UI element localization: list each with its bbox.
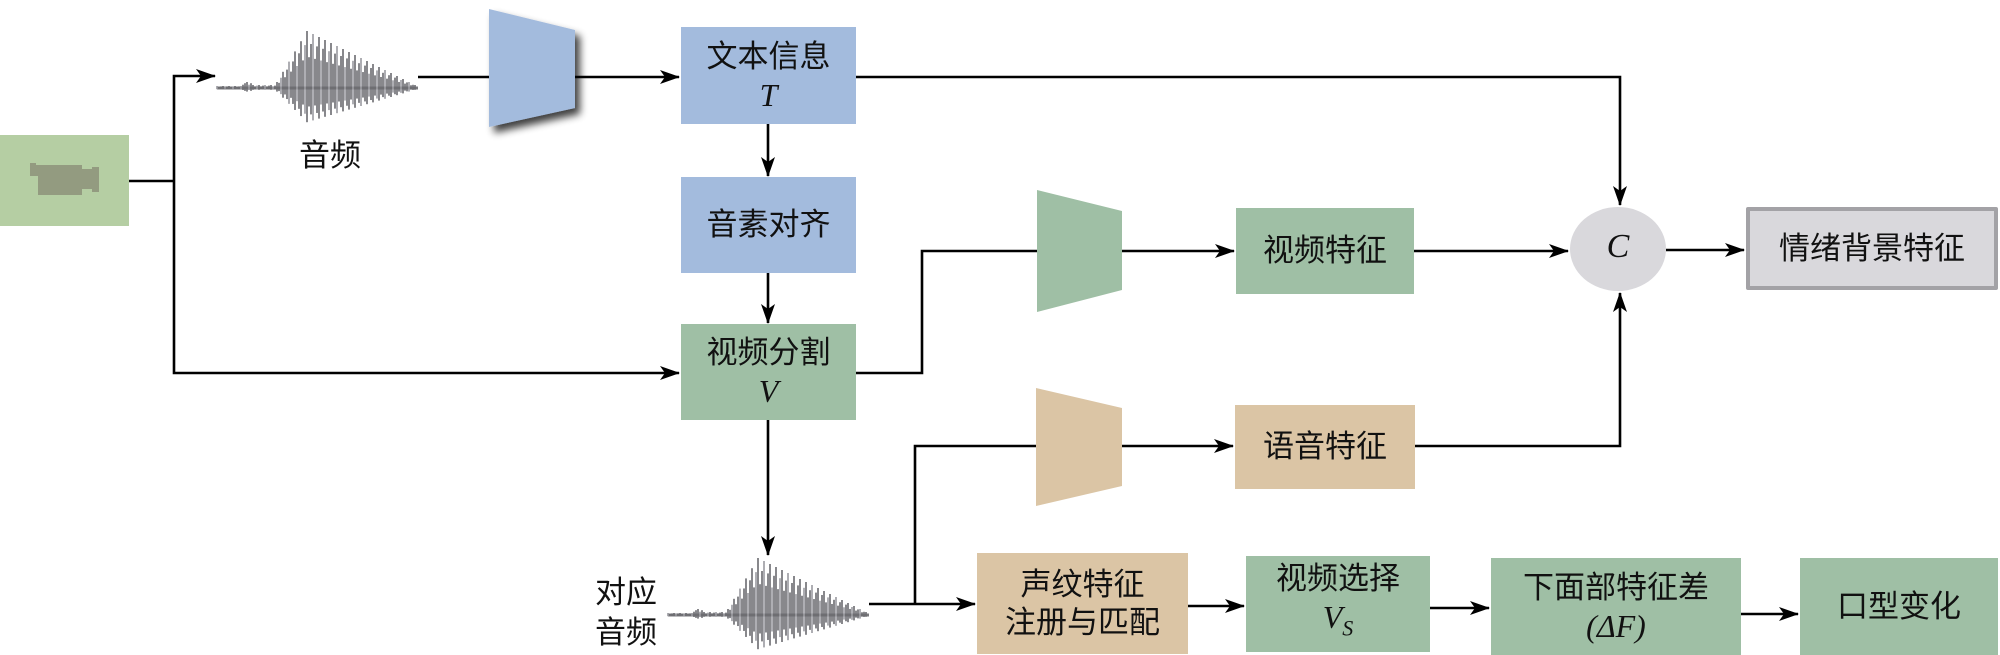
corresponding-audio-label-line1: 对应 (595, 575, 657, 611)
speech-encoder-trapezoid (1036, 388, 1122, 506)
text-info-node: 文本信息 T (681, 27, 856, 124)
emotion-context-node: 情绪背景特征 (1746, 207, 1998, 290)
video-input-box (0, 135, 129, 226)
video-select-symbol-subscript: S (1342, 615, 1354, 641)
mouth-change-node: 口型变化 (1800, 558, 1998, 655)
speech-feature-label: 语音特征 (1263, 429, 1387, 465)
lower-face-diff-symbol: (ΔF) (1586, 607, 1646, 644)
text-info-label: 文本信息 (706, 38, 831, 75)
connector-text-to-concat (856, 75, 1627, 206)
audio-label: 音频 (299, 138, 361, 174)
connector-split-to-video-encoder (856, 249, 1037, 375)
video-split-node: 视频分割 V (681, 324, 856, 420)
connector-audio-branch-up (913, 444, 1036, 604)
speech-feature-node: 语音特征 (1235, 405, 1415, 489)
concat-symbol: C (1606, 228, 1630, 265)
voiceprint-label-line2: 注册与匹配 (1005, 604, 1160, 641)
lower-face-diff-node: 下面部特征差 (ΔF) (1491, 558, 1741, 655)
mouth-change-label: 口型变化 (1837, 588, 1961, 625)
voiceprint-node: 声纹特征 注册与匹配 (977, 553, 1188, 654)
connector-to-audio (172, 69, 216, 181)
video-split-label: 视频分割 (706, 335, 831, 371)
concat-node (1570, 207, 1666, 291)
audio-encoder-trapezoid (489, 9, 575, 127)
video-feature-label: 视频特征 (1263, 233, 1387, 269)
connector-speech-feature-to-concat (1415, 292, 1627, 448)
connector-to-video-split (172, 181, 680, 380)
text-info-symbol: T (759, 76, 778, 113)
voiceprint-label-line1: 声纹特征 (1020, 566, 1145, 603)
video-select-symbol-main: V (1322, 599, 1343, 636)
corresponding-audio-waveform-icon (667, 558, 869, 650)
corresponding-audio-label: 对应 音频 (588, 573, 664, 653)
video-select-label: 视频选择 (1276, 561, 1400, 598)
video-encoder-trapezoid (1037, 190, 1122, 312)
video-select-symbol: VS (1323, 598, 1354, 647)
video-feature-node: 视频特征 (1236, 208, 1414, 294)
lower-face-diff-label: 下面部特征差 (1523, 569, 1709, 606)
video-select-node: 视频选择 VS (1246, 556, 1430, 652)
audio-waveform-icon (216, 31, 418, 123)
corresponding-audio-label-line2: 音频 (595, 615, 657, 651)
emotion-context-label: 情绪背景特征 (1779, 230, 1965, 267)
phoneme-align-node: 音素对齐 (681, 177, 856, 273)
video-split-symbol: V (758, 373, 779, 409)
phoneme-align-label: 音素对齐 (706, 207, 831, 243)
